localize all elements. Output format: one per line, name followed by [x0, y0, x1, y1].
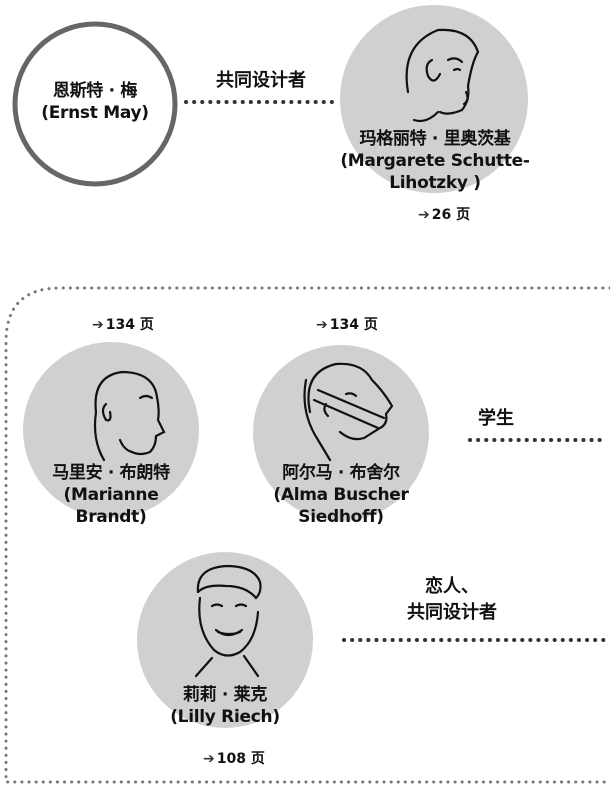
lilly-circle [137, 552, 313, 728]
margarete-name-en-1: (Margarete Schutte- [340, 151, 530, 171]
margarete-node: 玛格丽特 · 里奥茨基 (Margarete Schutte- Lihotzky… [340, 128, 530, 194]
alma-page-ref[interactable]: ➔134 页 [316, 316, 378, 334]
alma-portrait-icon [303, 362, 394, 462]
alma-name-en-1: (Alma Buscher [273, 485, 409, 505]
ernst-may-name-en: (Ernst May) [41, 103, 149, 123]
marianne-circle [23, 342, 199, 518]
marianne-portrait-icon [93, 370, 166, 462]
margarete-name-en-2: Lihotzky ) [389, 173, 481, 193]
lilly-page-ref[interactable]: ➔108 页 [203, 750, 265, 768]
relation-lover-codesigner: 恋人、 共同设计者 [382, 574, 522, 626]
alma-name-en-2: Siedhoff) [298, 507, 384, 527]
relation-codesigner-top: 共同设计者 [216, 70, 306, 91]
ernst-may-name-cn: 恩斯特 · 梅 [52, 81, 138, 101]
alma-name-cn: 阿尔马 · 布舍尔 [282, 463, 400, 483]
alma-page: 134 页 [329, 317, 378, 333]
margarete-circle [340, 5, 528, 193]
ernst-may-node: 恩斯特 · 梅 (Ernst May) [20, 80, 170, 124]
alma-node: 阿尔马 · 布舍尔 (Alma Buscher Siedhoff) [261, 462, 421, 528]
relation-codesigner: 共同设计者 [407, 602, 497, 623]
marianne-name-en-1: (Marianne [63, 485, 159, 505]
relation-students: 学生 [478, 408, 514, 429]
marianne-page-ref[interactable]: ➔134 页 [92, 316, 154, 334]
lilly-page: 108 页 [216, 751, 265, 767]
margarete-name-cn: 玛格丽特 · 里奥茨基 [359, 129, 511, 149]
marianne-node: 马里安 · 布朗特 (Marianne Brandt) [31, 462, 191, 528]
marianne-page: 134 页 [105, 317, 154, 333]
arrow-right-icon: ➔ [92, 317, 104, 333]
arrow-right-icon: ➔ [418, 207, 430, 223]
marianne-name-en-2: Brandt) [75, 507, 147, 527]
ernst-may-ring [12, 21, 178, 187]
margarete-portrait-icon [405, 28, 480, 123]
lilly-name-en: (Lilly Riech) [170, 707, 280, 727]
margarete-page-ref[interactable]: ➔26 页 [418, 206, 470, 224]
margarete-page: 26 页 [431, 207, 471, 223]
relation-lover: 恋人、 [425, 576, 479, 597]
marianne-name-cn: 马里安 · 布朗特 [52, 463, 170, 483]
lilly-name-cn: 莉莉 · 莱克 [182, 685, 268, 705]
lilly-portrait-icon [194, 564, 262, 678]
arrow-right-icon: ➔ [316, 317, 328, 333]
lilly-node: 莉莉 · 莱克 (Lilly Riech) [150, 684, 300, 728]
arrow-right-icon: ➔ [203, 751, 215, 767]
group-boundary [4, 286, 610, 784]
